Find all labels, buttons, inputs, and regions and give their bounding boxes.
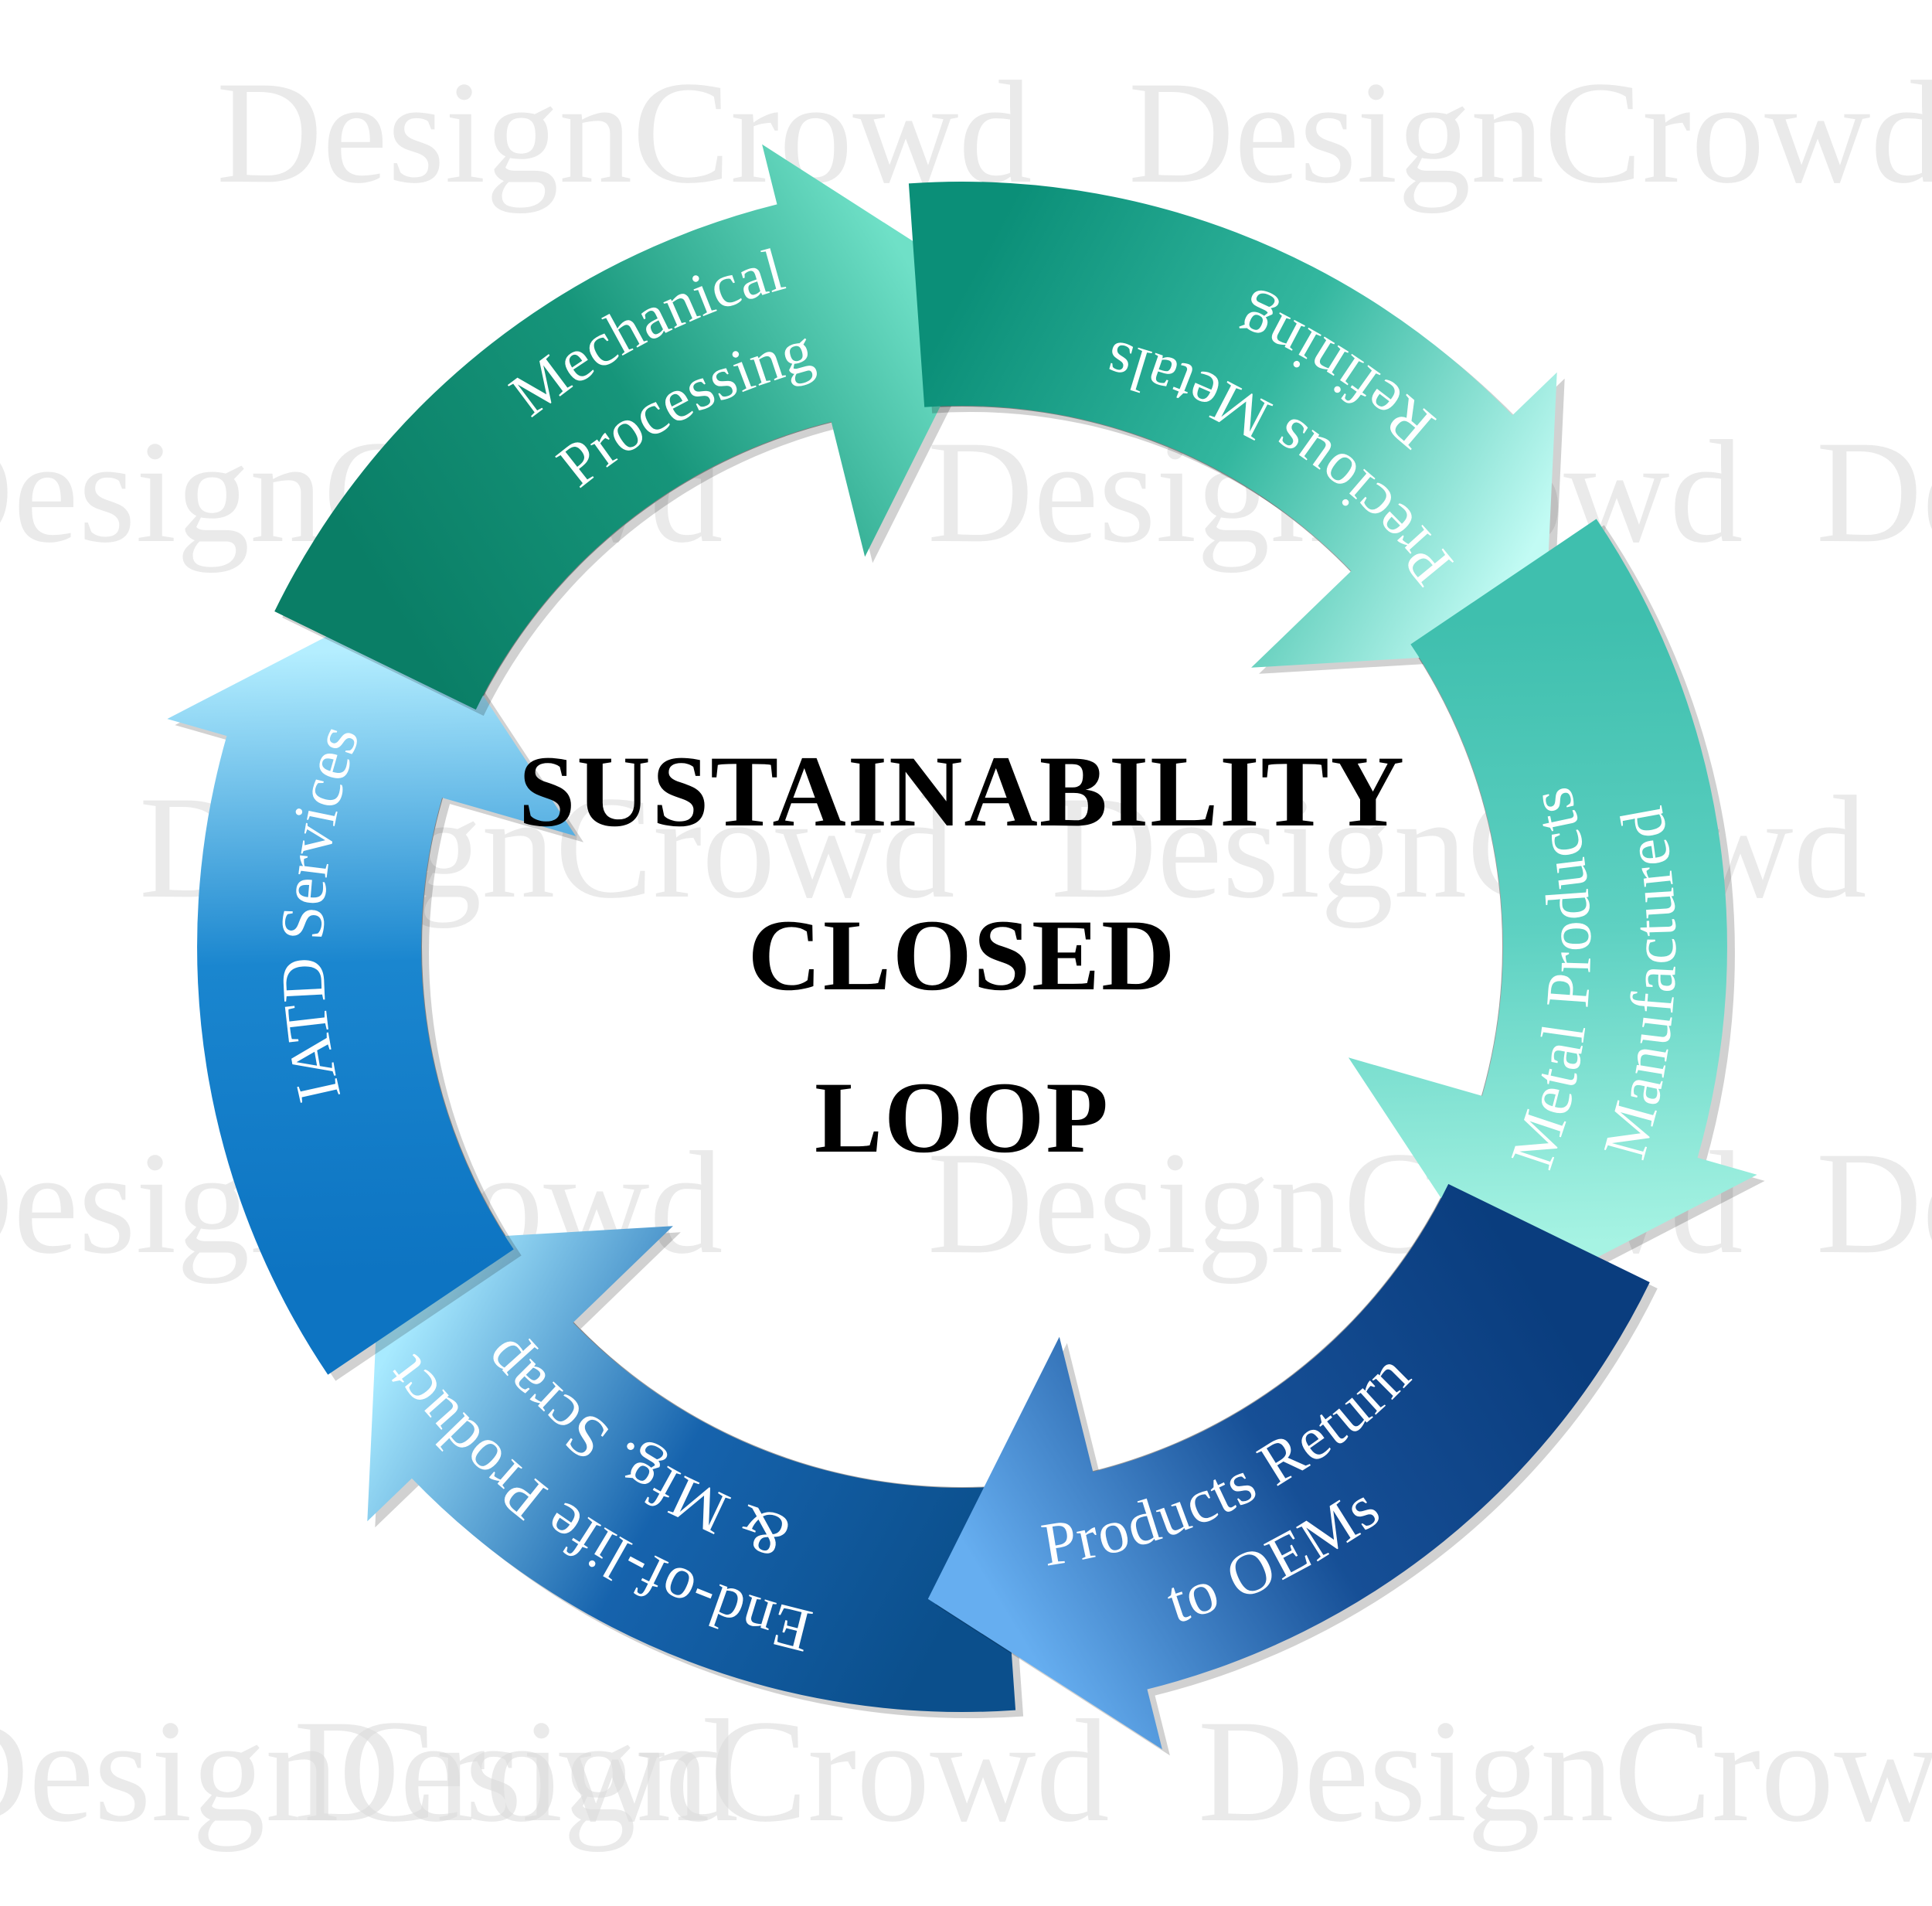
segment-mechanical: [167, 591, 584, 1381]
segment-return: [1348, 519, 1765, 1309]
watermark-text: DesignCrowd: [1128, 52, 1932, 214]
watermark-text: DesignCrowd: [1816, 1122, 1932, 1285]
segment-arrow: [167, 591, 577, 1375]
watermark-text: DesignCrowd: [216, 52, 1032, 214]
center-title-line: SUSTAINABILITY: [519, 734, 1406, 848]
center-title-line: LOOP: [815, 1060, 1110, 1174]
segment-iatd: [367, 1226, 1024, 1719]
watermark-text: DesignCrowd: [1816, 411, 1932, 574]
segment-manufactured: [908, 181, 1565, 674]
segment-arrow: [927, 1183, 1650, 1750]
center-title: SUSTAINABILITY CLOSED LOOP: [519, 734, 1406, 1174]
watermark-text: DesignCrowd: [294, 1690, 1109, 1853]
segment-refining: [274, 144, 1005, 716]
watermark-text: DesignCrowd: [1051, 767, 1866, 929]
watermark-text: DesignCrowd: [0, 1690, 738, 1853]
segment-endoflife: [927, 1183, 1658, 1756]
cycle-ring: IATD ServicesMechanicalProcessingPreciou…: [167, 144, 1765, 1756]
segment-arrow: [908, 181, 1557, 668]
segment-arrow: [1348, 519, 1757, 1303]
watermark-text: DesignCrowd: [1198, 1690, 1932, 1853]
center-title-line: CLOSED: [748, 898, 1177, 1012]
segment-arrow: [367, 1226, 1016, 1713]
segment-arrow: [274, 144, 997, 710]
